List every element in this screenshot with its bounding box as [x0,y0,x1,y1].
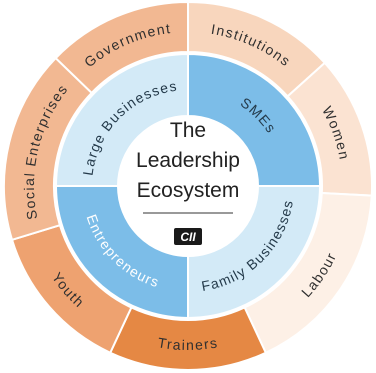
outer-segment-social-enterprises [2,56,94,242]
center-title-line-1: The [170,119,206,142]
outer-label-trainers: Trainers [157,334,220,353]
cii-logo: CII [174,228,202,245]
center-circle [118,116,258,256]
center-title-line-2: Leadership [136,149,240,172]
center-title-line-3: Ecosystem [137,179,240,202]
cii-logo-text: CII [180,230,196,244]
center-hub: The Leadership Ecosystem CII [118,116,258,256]
cii-logo-badge [174,228,202,245]
